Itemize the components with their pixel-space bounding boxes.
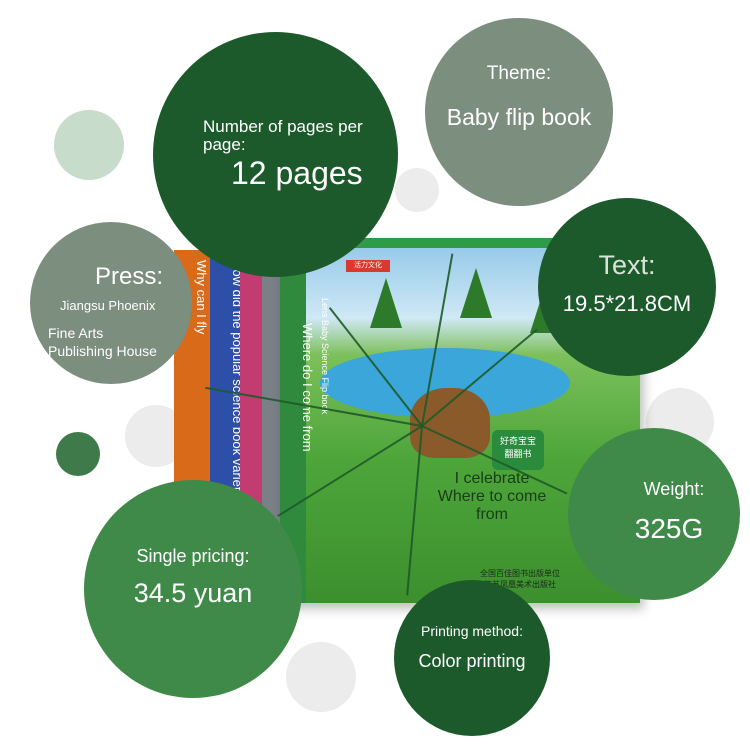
tree-icon bbox=[460, 268, 492, 318]
spec-weight-label: Weight: bbox=[643, 479, 705, 499]
decor-circle-dark-small bbox=[56, 432, 100, 476]
spec-pricing-label: Single pricing: bbox=[136, 546, 250, 566]
badge-line: 翻翻书 bbox=[504, 449, 532, 459]
spec-pages-circle: Number of pages per page: 12 pages bbox=[153, 32, 398, 277]
spec-press-value-line1: Jiangsu Phoenix bbox=[60, 298, 156, 313]
spec-press-label: Press: bbox=[94, 263, 163, 290]
publisher-line: 全国百佳图书出版单位 bbox=[480, 569, 560, 578]
spec-pages-value: 12 pages bbox=[231, 155, 363, 191]
series-badge: 好奇宝宝 翻翻书 bbox=[492, 430, 544, 470]
spec-pricing-circle: Single pricing: 34.5 yuan bbox=[84, 480, 302, 698]
spec-pricing-value: 34.5 yuan bbox=[133, 578, 253, 608]
spec-text-value: 19.5*21.8CM bbox=[562, 291, 692, 316]
spec-weight-circle: Weight: 325G bbox=[568, 428, 740, 600]
spec-printing-label: Printing method: bbox=[421, 623, 523, 639]
cover-title: Where do I come from bbox=[300, 323, 315, 452]
spec-printing-circle: Printing method: Color printing bbox=[394, 580, 550, 736]
publisher-line: 江苏凤凰美术出版社 bbox=[484, 580, 556, 589]
brand-tag: 活力文化 bbox=[346, 260, 390, 272]
cover-top-trim bbox=[280, 238, 640, 248]
spec-press-value-line3: Publishing House bbox=[48, 343, 157, 359]
tree-icon bbox=[370, 278, 402, 328]
spec-press-value-line2: Fine Arts bbox=[48, 325, 104, 341]
decor-circle-gray-bottom bbox=[286, 642, 356, 712]
spec-press-circle: Press: Jiangsu Phoenix Fine Arts Publish… bbox=[30, 222, 192, 384]
cover-overlay-title: I celebrate Where to come from bbox=[437, 470, 547, 523]
spec-text-circle: Text: 19.5*21.8CM bbox=[538, 198, 716, 376]
badge-line: 好奇宝宝 bbox=[499, 436, 536, 446]
cover-vertical-text: Lens Baby Science Flip book bbox=[310, 298, 330, 478]
spec-theme-value: Baby flip book bbox=[446, 104, 592, 130]
spec-text-label: Text: bbox=[598, 250, 656, 280]
publisher-imprint: 全国百佳图书出版单位 江苏凤凰美术出版社 bbox=[450, 568, 590, 590]
spec-pages-label: Number of pages per page: bbox=[203, 117, 363, 154]
spec-printing-value: Color printing bbox=[418, 651, 526, 671]
cover-title-vertical: Where do I come from bbox=[300, 323, 315, 463]
decor-circle-mint bbox=[54, 110, 124, 180]
decor-circle-gray-top bbox=[395, 168, 439, 212]
spec-weight-value: 325G bbox=[634, 513, 704, 544]
cover-series-line: Lens Baby Science Flip book bbox=[320, 298, 330, 415]
spec-theme-circle: Theme: Baby flip book bbox=[425, 18, 613, 206]
spec-theme-label: Theme: bbox=[486, 63, 552, 84]
